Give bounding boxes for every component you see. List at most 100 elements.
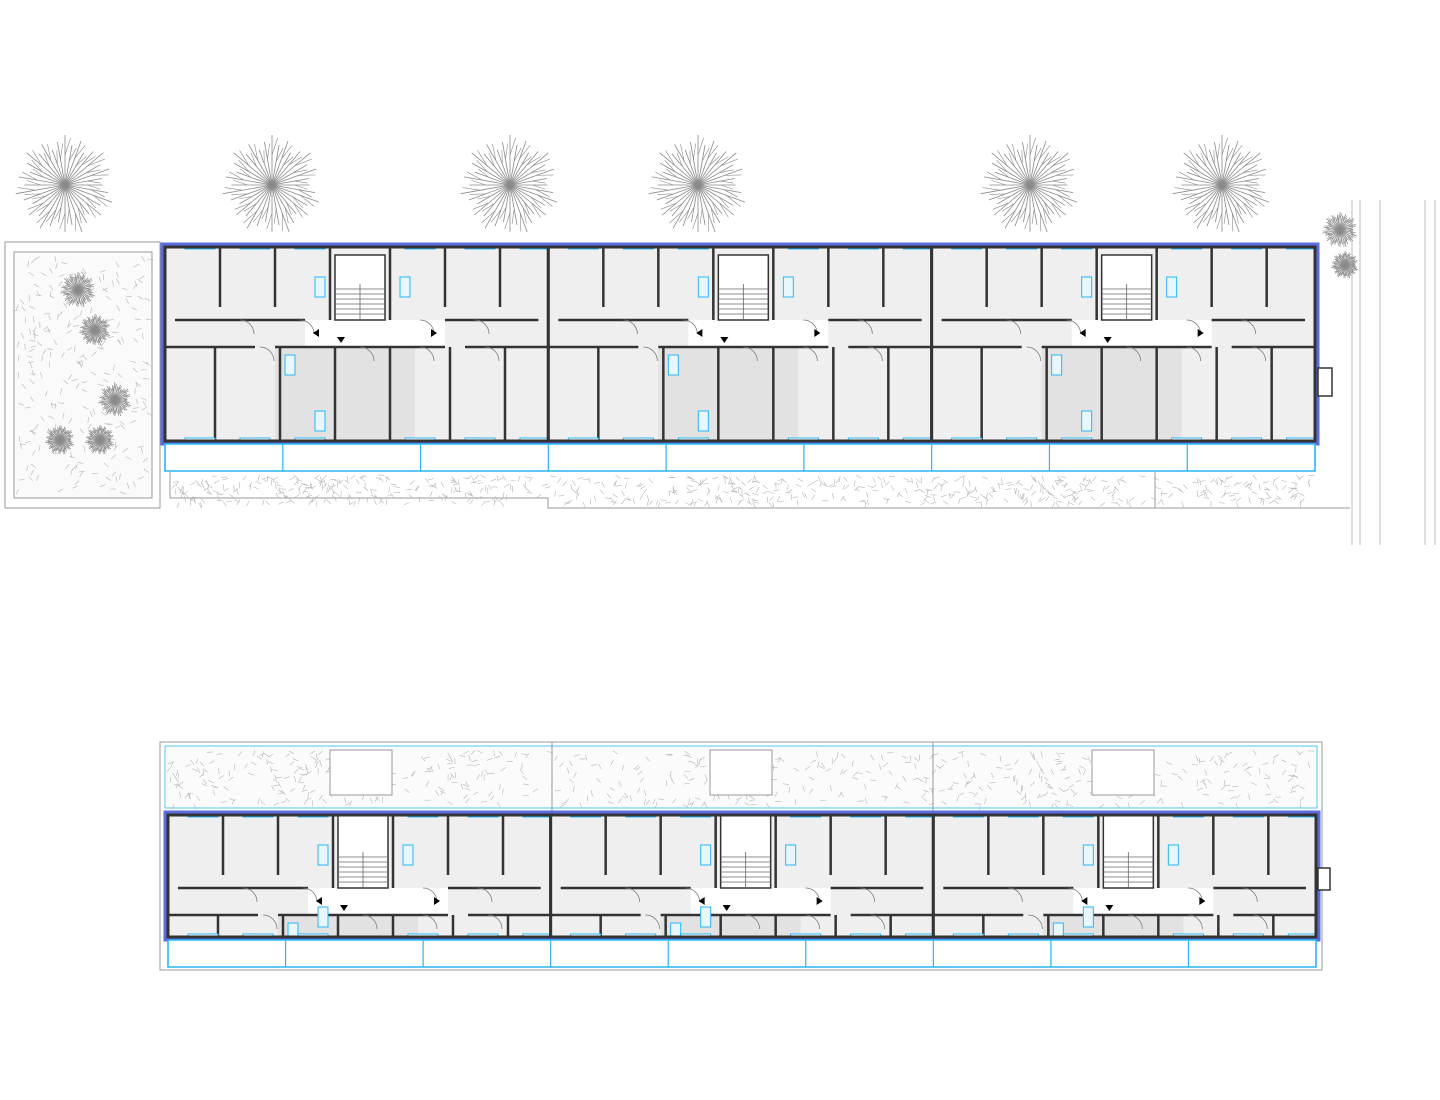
hatch-mark <box>704 774 708 780</box>
hatch-mark <box>58 402 65 404</box>
tree-branch <box>64 184 109 193</box>
hatch-mark <box>1082 478 1089 482</box>
tree-twig <box>243 203 257 212</box>
hatch-mark <box>766 803 771 809</box>
tree-branch <box>477 184 511 205</box>
hatch-mark <box>554 490 557 497</box>
hatch-mark <box>315 759 321 764</box>
hatch-mark <box>142 457 148 463</box>
tree-twig <box>490 209 502 223</box>
hatch-mark <box>688 760 695 763</box>
hatch-mark <box>1060 494 1066 499</box>
hatch-mark <box>221 801 228 803</box>
hatch-mark <box>1282 485 1287 491</box>
tree-twig <box>1193 210 1208 224</box>
tree-twig <box>293 202 303 218</box>
hatch-mark <box>315 753 318 760</box>
hatch-mark <box>970 496 977 499</box>
hatch-mark <box>691 489 698 492</box>
tree-branch <box>509 168 555 186</box>
tree-twig <box>48 438 53 441</box>
tree-twig <box>66 438 71 440</box>
hatch-mark <box>424 756 431 759</box>
tree-twig <box>1348 229 1353 232</box>
tree-branch <box>239 184 273 205</box>
tree-twig <box>281 213 284 232</box>
hatch-mark <box>1012 775 1015 782</box>
hatch-mark <box>319 760 323 767</box>
tree-twig <box>1238 156 1253 166</box>
tree-branch <box>1175 176 1223 186</box>
hatch-mark <box>174 488 177 495</box>
hatch-mark <box>609 497 615 502</box>
hatch-mark <box>385 476 391 481</box>
tree-twig <box>481 210 496 224</box>
hatch-mark <box>55 423 57 430</box>
tree-twig <box>103 431 107 435</box>
hatch-mark <box>415 485 420 492</box>
tree-branch <box>246 184 273 229</box>
tree-branch <box>1337 264 1346 278</box>
hatch-mark <box>1203 793 1210 796</box>
tree-branch <box>1221 140 1239 186</box>
hatch-mark <box>257 475 260 482</box>
hatch-mark <box>542 483 549 486</box>
hatch-mark <box>752 502 757 509</box>
hatch-mark <box>71 465 76 471</box>
service-room <box>658 347 799 441</box>
tree-twig <box>998 168 1010 178</box>
hatch-mark <box>560 801 567 805</box>
hatch-mark <box>612 500 617 506</box>
hatch-mark <box>554 790 561 792</box>
hatch-mark <box>609 787 615 792</box>
tree-twig <box>60 290 68 293</box>
hatch-mark <box>954 478 960 482</box>
hatch-mark <box>310 756 317 760</box>
hatch-mark <box>1101 480 1108 483</box>
door-swing <box>302 887 318 903</box>
tree-twig <box>478 168 490 178</box>
hatch-mark <box>722 491 729 494</box>
tree-branch <box>509 164 546 186</box>
hatch-mark <box>136 382 141 387</box>
hatch-mark <box>823 481 828 487</box>
hatch-mark <box>437 763 441 770</box>
tree-twig <box>66 277 70 284</box>
hatch-mark <box>736 797 742 801</box>
hatch-mark <box>514 751 517 758</box>
tree-twig <box>701 147 710 162</box>
tree-symbol <box>98 383 132 417</box>
hatch-mark <box>20 332 25 339</box>
hatch-mark <box>472 791 479 796</box>
hatch-mark <box>119 420 125 425</box>
hatch-mark <box>747 497 751 504</box>
tree-branch <box>68 278 79 291</box>
hatch-mark <box>411 771 416 777</box>
hatch-mark <box>833 757 838 763</box>
tree-twig <box>1350 268 1354 272</box>
tree-twig <box>1184 202 1201 210</box>
tree-twig <box>1055 189 1070 198</box>
hatch-mark <box>418 496 421 503</box>
hatch-mark <box>112 280 114 287</box>
tree-branch <box>92 427 101 441</box>
hatch-mark <box>323 497 327 504</box>
tree-twig <box>1350 269 1354 275</box>
tree-symbol <box>460 135 558 233</box>
tree-twig <box>1058 195 1073 207</box>
tree-branch <box>483 153 511 186</box>
hatch-mark <box>978 786 984 792</box>
hatch-mark <box>1140 799 1145 805</box>
sanitary-fixture <box>700 844 712 866</box>
hatch-mark <box>643 789 647 796</box>
hatch-mark <box>1226 751 1233 756</box>
hatch-mark <box>446 758 453 763</box>
hatch-mark <box>43 326 49 331</box>
hatch-mark <box>294 776 297 783</box>
tree-branch <box>1023 184 1031 222</box>
tree-twig <box>50 443 55 445</box>
tree-branch <box>271 184 297 214</box>
hatch-mark <box>141 406 147 411</box>
hatch-mark <box>500 767 506 772</box>
hatch-mark <box>1272 479 1275 486</box>
